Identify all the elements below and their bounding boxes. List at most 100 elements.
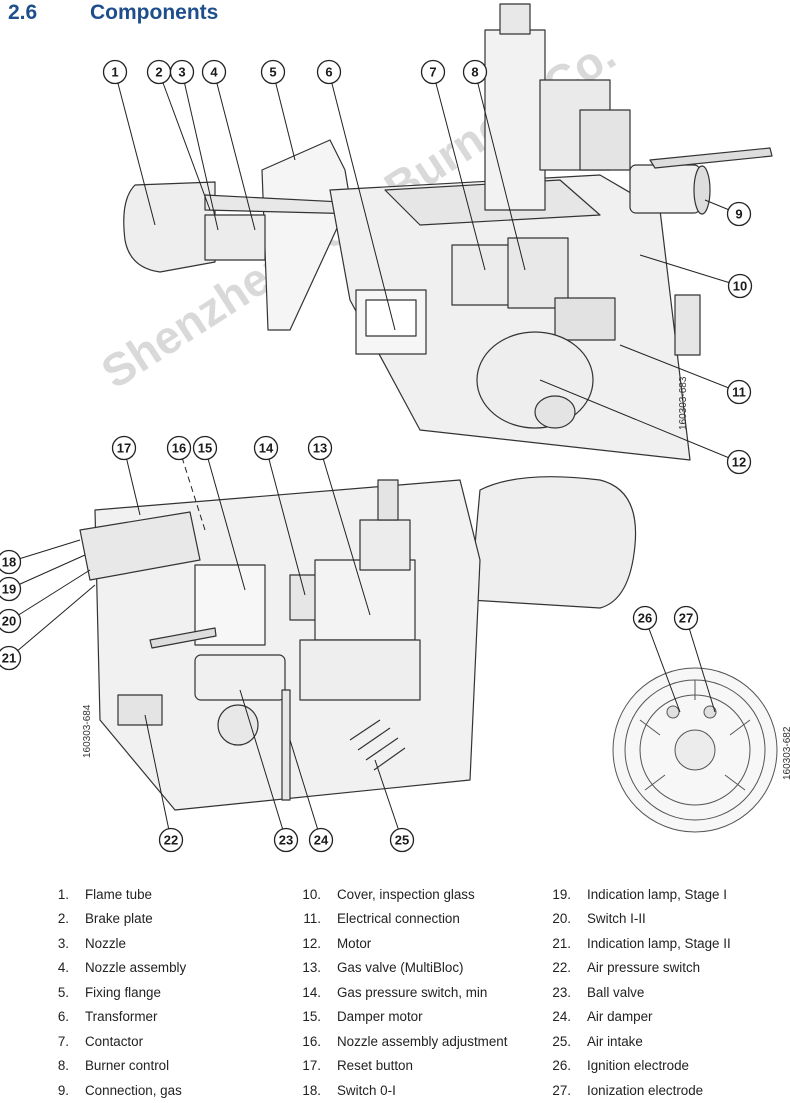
legend-item-number: 23.: [552, 984, 571, 1000]
legend-item-number: 19.: [552, 886, 571, 902]
callout-14: 14: [253, 435, 279, 461]
leader-lines: [8, 71, 741, 841]
callout-number: 5: [269, 65, 276, 80]
leader-line: [239, 689, 287, 841]
callout-number: 21: [2, 651, 16, 666]
callout-number: 10: [733, 279, 747, 294]
legend-item-label: Ball valve: [587, 984, 645, 1000]
callout-circle: [673, 605, 699, 631]
leader-line: [178, 447, 206, 531]
leader-line: [539, 379, 740, 463]
legend-item-number: 20.: [552, 911, 571, 927]
callout-circle: [726, 379, 752, 405]
legend-item-label: Indication lamp, Stage II: [587, 935, 731, 951]
callout-circle: [0, 608, 22, 634]
legend-item-label: Air damper: [587, 1009, 653, 1025]
callout-circle: [273, 827, 299, 853]
legend-item-number: 18.: [302, 1082, 321, 1098]
callout-6: 6: [316, 59, 342, 85]
legend-item-number: 14.: [302, 984, 321, 1000]
callout-20: 20: [0, 608, 22, 634]
callout-circle: [166, 435, 192, 461]
leader-line: [114, 71, 156, 226]
callout-circle: [308, 827, 334, 853]
legend-item-label: Transformer: [85, 1009, 158, 1025]
legend-item-label: Gas pressure switch, min: [337, 984, 488, 1000]
callout-4: 4: [201, 59, 227, 85]
callout-circle: [0, 549, 22, 575]
callout-circle: [111, 435, 137, 461]
callout-number: 26: [638, 611, 652, 626]
legend-item-label: Nozzle assembly adjustment: [337, 1033, 508, 1049]
burner-side-view: [79, 476, 637, 811]
legend-item: 24.Air damper: [526, 1005, 731, 1030]
callout-number: 23: [279, 833, 293, 848]
leader-line: [144, 714, 172, 841]
legend-item: 19.Indication lamp, Stage I: [526, 882, 731, 907]
legend-item-label: Air pressure switch: [587, 960, 701, 976]
legend-item-label: Contactor: [85, 1033, 144, 1049]
legend-item-label: Brake plate: [85, 911, 153, 927]
leader-line: [158, 71, 211, 211]
leader-line: [319, 447, 371, 616]
legend-item-label: Gas valve (MultiBloc): [337, 960, 464, 976]
callout-number: 18: [2, 555, 16, 570]
callout-circle: [192, 435, 218, 461]
callout-22: 22: [158, 827, 184, 853]
callout-25: 25: [389, 827, 415, 853]
callout-9: 9: [726, 201, 752, 227]
callout-number: 17: [117, 441, 131, 456]
legend-item-number: 8.: [57, 1058, 69, 1074]
leader-line: [8, 554, 86, 590]
legend-item-number: 5.: [57, 984, 69, 1000]
legend-item: 21.Indication lamp, Stage II: [526, 931, 731, 956]
legend-item-number: 3.: [57, 935, 69, 951]
legend-item-number: 1.: [57, 886, 69, 902]
drawing-id-side: 160303-684: [82, 704, 93, 758]
legend-item-number: 7.: [57, 1033, 69, 1049]
legend-item: 8.Burner control: [24, 1054, 186, 1079]
legend-item-number: 11.: [303, 911, 321, 927]
callout-15: 15: [192, 435, 218, 461]
callout-26: 26: [632, 605, 658, 631]
legend-item: 15.Damper motor: [276, 1005, 507, 1030]
callout-number: 1: [111, 65, 118, 80]
section-title: Components: [90, 1, 219, 24]
callout-5: 5: [260, 59, 286, 85]
legend-item: 12.Motor: [276, 931, 507, 956]
legend-item: 25.Air intake: [526, 1029, 731, 1054]
legend-item-label: Switch 0-I: [337, 1082, 396, 1098]
callout-number: 3: [178, 65, 185, 80]
callout-number: 24: [314, 833, 329, 848]
burner-front-view: [612, 667, 778, 833]
callout-circle: [260, 59, 286, 85]
legend-item-label: Electrical connection: [337, 911, 460, 927]
legend-item-number: 26.: [552, 1058, 571, 1074]
callout-circle: [316, 59, 342, 85]
legend-item-label: Ionization electrode: [587, 1082, 704, 1098]
legend-item-label: Damper motor: [337, 1009, 423, 1025]
legend-item-label: Nozzle: [85, 935, 126, 951]
callout-12: 12: [726, 449, 752, 475]
callout-27: 27: [673, 605, 699, 631]
callout-1: 1: [102, 59, 128, 85]
leader-line: [289, 739, 322, 841]
callout-16: 16: [166, 435, 192, 461]
legend-item: 27.Ionization electrode: [526, 1078, 731, 1103]
legend-item: 26. Ignition electrode: [526, 1054, 731, 1079]
section-number: 2.6: [8, 1, 38, 24]
callout-number: 9: [735, 207, 742, 222]
legend-item-label: Ignition electrode: [587, 1058, 689, 1074]
callout-number: 19: [2, 582, 16, 597]
callout-circle: [726, 449, 752, 475]
callout-number: 16: [172, 441, 186, 456]
legend-item-label: Fixing flange: [85, 984, 161, 1000]
burner-top-view: [123, 3, 773, 461]
legend-item-number: 25.: [552, 1033, 571, 1049]
legend-item: 13.Gas valve (MultiBloc): [276, 956, 507, 981]
legend-item-number: 12.: [302, 935, 321, 951]
legend-item-number: 9.: [57, 1082, 69, 1098]
leader-line: [8, 584, 96, 659]
section-heading: 2.6 Components: [8, 0, 218, 26]
